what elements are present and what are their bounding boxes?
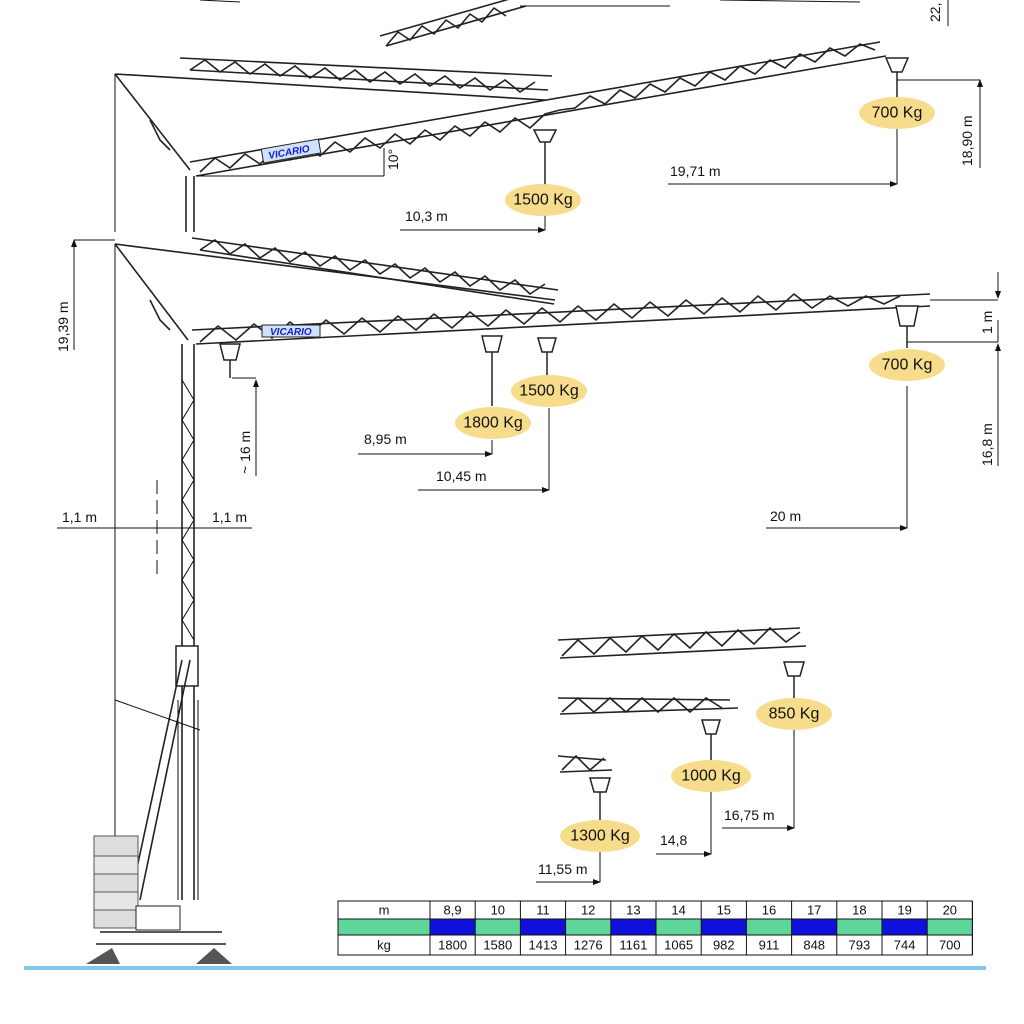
table-load-cell: 982 — [713, 938, 735, 953]
short-jib-hook-3 — [783, 661, 805, 698]
main-tip-offset: 1 m — [979, 311, 995, 334]
table-load-cell: 744 — [894, 938, 916, 953]
top-near-hook — [532, 129, 558, 186]
table-band-cell — [882, 919, 928, 935]
short-jib-variants: 11,55 m 14,8 16,75 m — [536, 626, 807, 885]
main-brand-plate — [261, 324, 321, 338]
short-jib-3-distance: 16,75 m — [724, 807, 775, 823]
top-tip-load: 700 Kg — [872, 105, 923, 122]
top-brand-plate — [260, 138, 322, 164]
top-partial-jib: 22, — [199, 0, 949, 47]
main-tip-load-badge: 700 Kg — [869, 349, 945, 381]
table-distance-cell: 19 — [897, 903, 911, 918]
short-jib-hook-2 — [701, 719, 721, 760]
short-jib-hook-1 — [589, 777, 611, 820]
table-distance-cell: 14 — [671, 903, 685, 918]
table-load-cell: 1276 — [574, 938, 603, 953]
table-load-cell: 700 — [939, 938, 961, 953]
table-band-cell — [791, 919, 837, 935]
table-load-cell: 1413 — [529, 938, 558, 953]
table-band-cell — [927, 919, 973, 935]
table-distance-cell: 20 — [943, 903, 957, 918]
crane-tower — [86, 244, 232, 964]
main-hook-2 — [537, 337, 557, 376]
table-distance-cell: 11 — [536, 903, 550, 918]
table-band-cell — [430, 919, 476, 935]
short-jib-2-distance: 14,8 — [660, 832, 687, 848]
table-band-cell — [475, 919, 521, 935]
short-jib-2-load: 1000 Kg — [681, 768, 741, 785]
base-offset-dims: 1,1 m 1,1 m — [57, 480, 252, 580]
short-jib-2-badge: 1000 Kg — [671, 760, 751, 792]
top-tip-hook — [884, 57, 910, 98]
table-load-cell: 911 — [759, 938, 780, 953]
short-jib-3-load: 850 Kg — [769, 706, 820, 723]
main-load-2-badge: 1500 Kg — [511, 375, 587, 407]
table-band-cell — [565, 919, 611, 935]
table-row-label-m: m — [379, 903, 390, 918]
main-tower-height: 19,39 m — [55, 301, 71, 352]
table-distance-cell: 10 — [491, 903, 505, 918]
short-jib-3-badge: 850 Kg — [756, 698, 832, 730]
main-hook-drop: ~ 16 m — [237, 431, 253, 474]
top-tip-distance: 19,71 m — [670, 163, 721, 179]
table-load-cell: 793 — [849, 938, 871, 953]
main-load-2: 1500 Kg — [519, 383, 579, 400]
main-crane-config: VICARIO 19,39 m ~ 16 m 8,95 m — [55, 237, 1001, 531]
base-right-offset: 1,1 m — [212, 509, 247, 525]
table-band-cell — [701, 919, 747, 935]
top-crane-config: VICARIO 10° 10,3 m 19,71 m 18,90 m — [114, 41, 983, 233]
short-jib-1-badge: 1300 Kg — [560, 820, 640, 852]
main-tip-height: 16,8 m — [979, 423, 995, 466]
short-jib-1-load: 1300 Kg — [570, 828, 630, 845]
table-load-cell: 1580 — [483, 938, 512, 953]
table-distance-cell: 15 — [717, 903, 731, 918]
top-near-load-badge: 1500 Kg — [505, 184, 581, 216]
top-partial-height-label: 22, — [927, 3, 943, 22]
main-load-1-distance: 8,95 m — [364, 431, 407, 447]
table-distance-cell: 16 — [762, 903, 776, 918]
top-tip-load-badge: 700 Kg — [859, 97, 935, 129]
main-load-2-distance: 10,45 m — [436, 468, 487, 484]
table-band-cell — [656, 919, 702, 935]
table-row-label-kg: kg — [377, 938, 391, 953]
table-band-cell — [610, 919, 656, 935]
top-near-distance: 10,3 m — [405, 208, 448, 224]
main-tip-load: 700 Kg — [882, 357, 933, 374]
table-load-cell: 1800 — [438, 938, 467, 953]
table-distance-cell: 18 — [852, 903, 866, 918]
table-band-cell — [520, 919, 566, 935]
ground-line — [24, 966, 986, 970]
table-distance-cell: 12 — [581, 903, 595, 918]
table-load-cell: 848 — [803, 938, 825, 953]
table-band-cell — [746, 919, 792, 935]
table-load-cell: 1065 — [664, 938, 693, 953]
base-left-offset: 1,1 m — [62, 509, 97, 525]
table-distance-cell: 8,9 — [444, 903, 462, 918]
table-distance-cell: 17 — [807, 903, 821, 918]
main-brand-text: VICARIO — [270, 327, 312, 338]
table-load-cell: 1161 — [619, 938, 647, 953]
table-band-cell — [836, 919, 882, 935]
main-tip-distance: 20 m — [770, 508, 801, 524]
table-band-label-cell — [338, 919, 430, 935]
main-load-1-badge: 1800 Kg — [455, 407, 531, 439]
main-tip-hook — [895, 305, 919, 348]
main-load-1: 1800 Kg — [463, 415, 523, 432]
table-distance-cell: 13 — [626, 903, 640, 918]
main-root-hook — [219, 343, 241, 378]
main-hook-1 — [481, 335, 503, 406]
top-angle-label: 10° — [385, 149, 401, 170]
load-table: m kg 8,9 1800 10 1580 11 1413 12 1276 13 1161 14 1065… — [337, 900, 973, 956]
top-near-load: 1500 Kg — [513, 192, 573, 209]
top-hook-height: 18,90 m — [959, 115, 975, 166]
short-jib-1-distance: 11,55 m — [538, 861, 588, 877]
